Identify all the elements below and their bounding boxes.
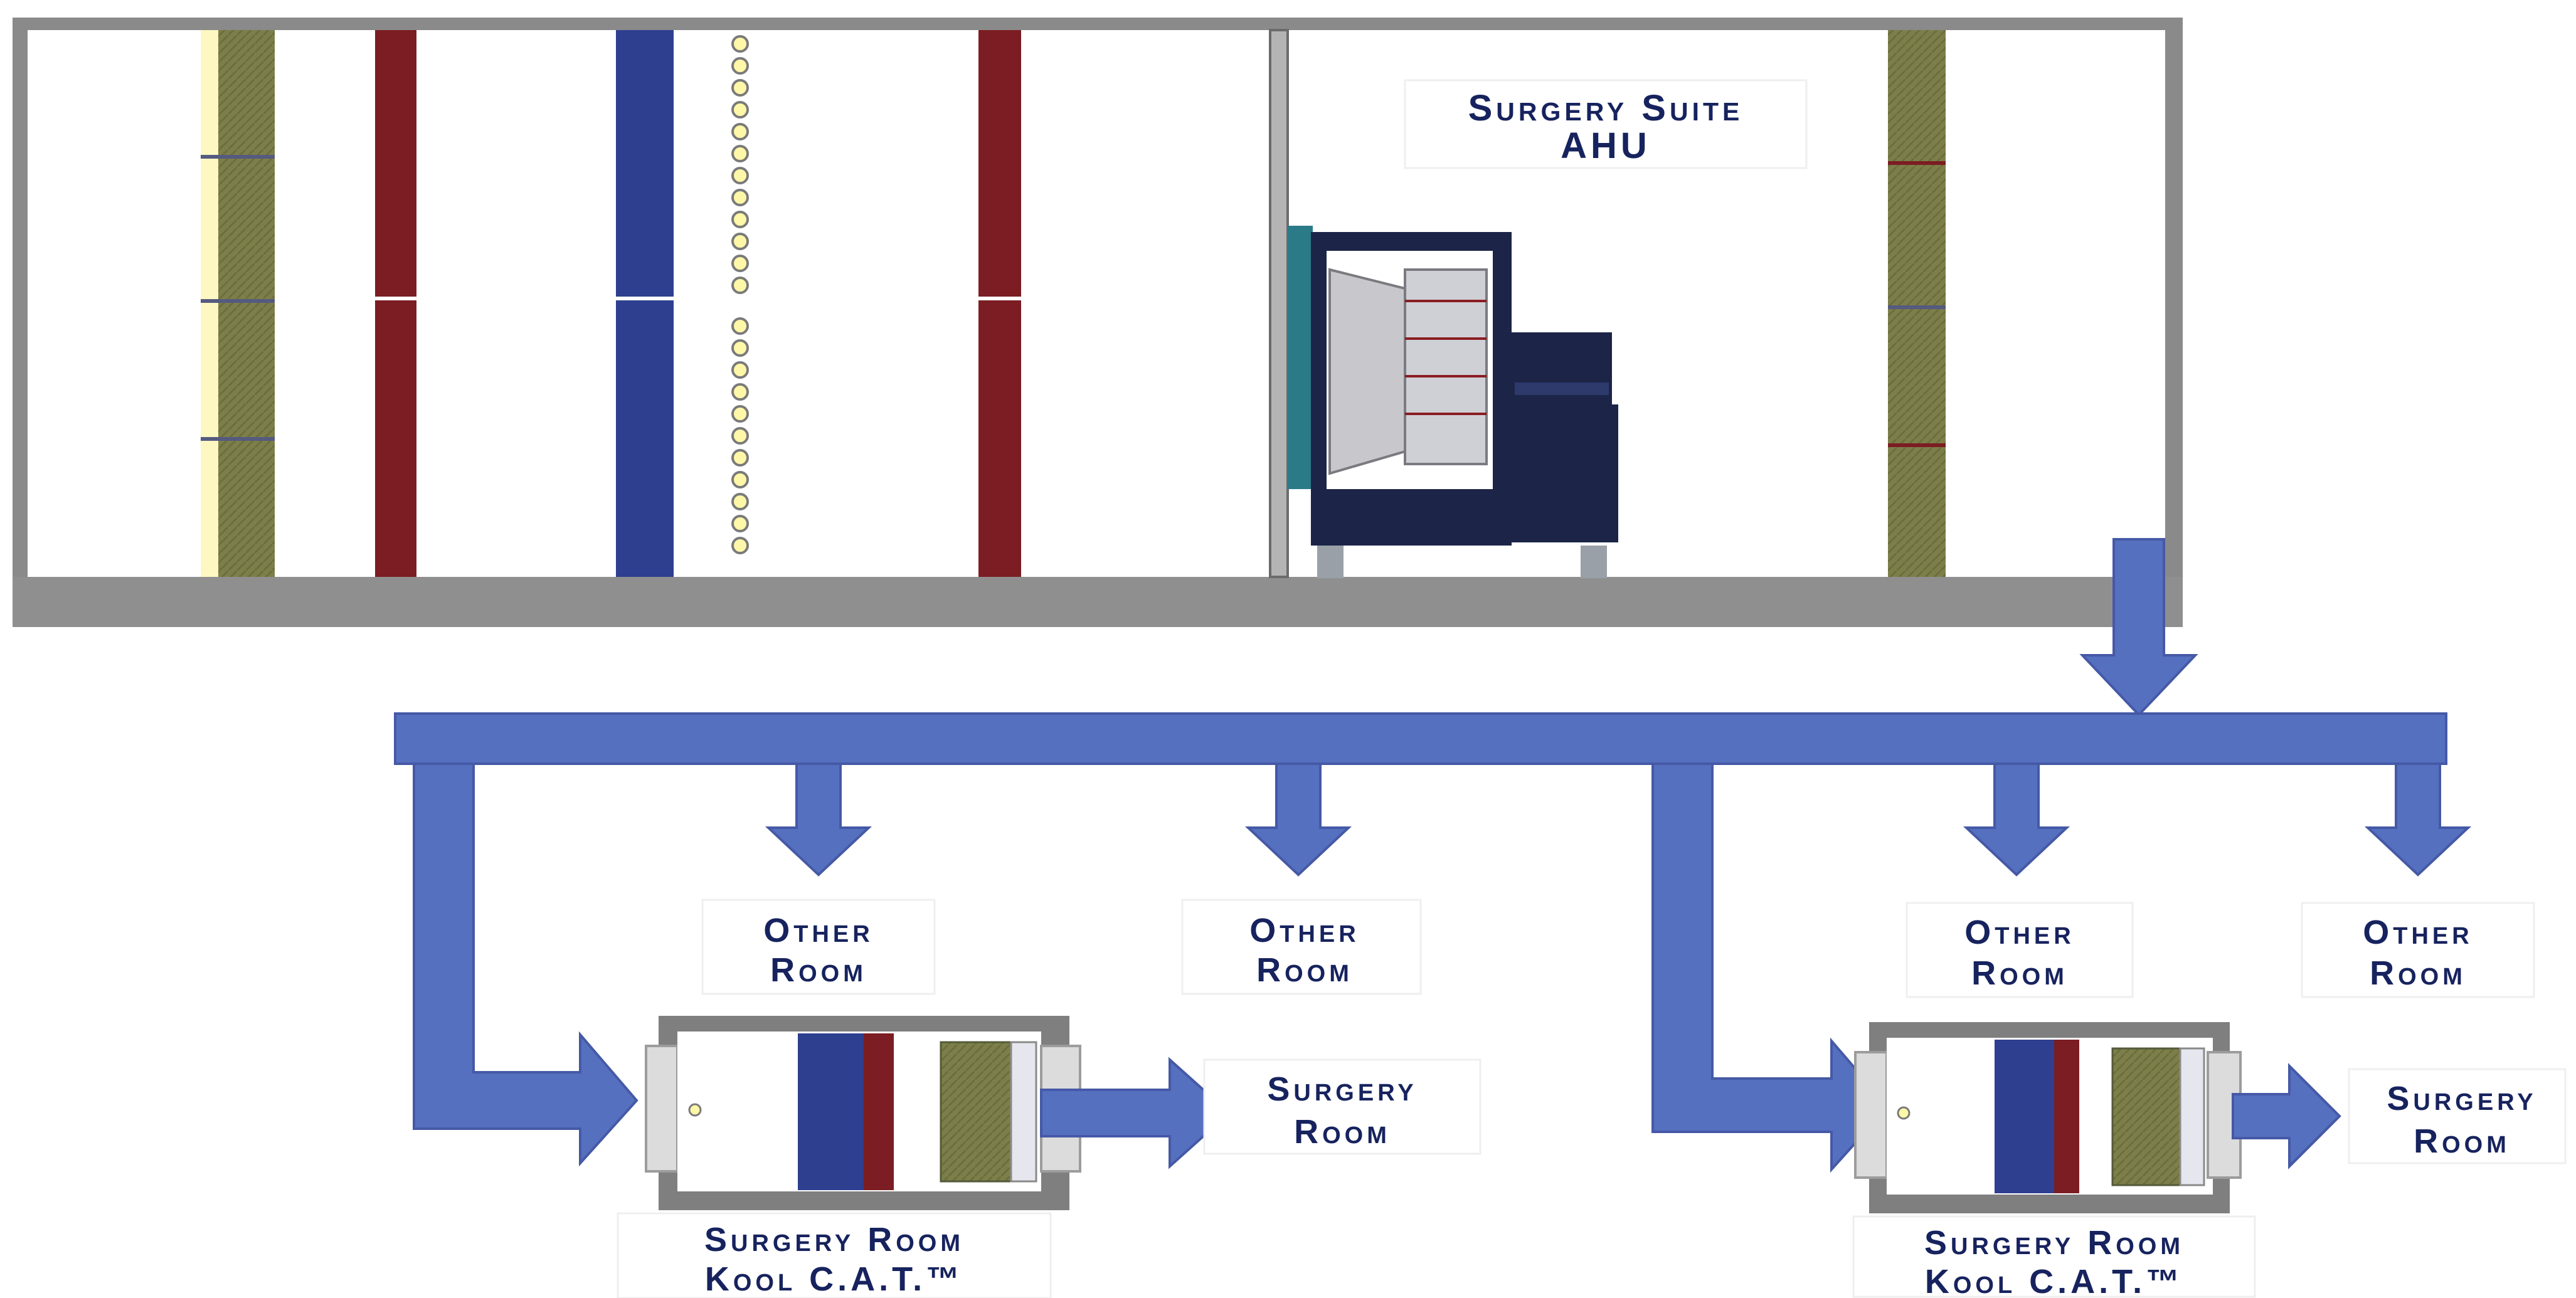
- ahu-reheat-coil: [978, 30, 1021, 577]
- ahu-preheat-coil: [375, 30, 416, 577]
- ahu-final-filter: [1888, 30, 1946, 577]
- kool-cat-unit-1: [645, 1016, 1081, 1210]
- branch-duct-kool-cat-1: [413, 762, 639, 1167]
- surgery-room-label-1: Surgery Room: [1203, 1058, 1481, 1155]
- svg-text:Room: Room: [2414, 1122, 2510, 1160]
- ahu-casing-top: [13, 18, 2183, 30]
- svg-text:Room: Room: [770, 951, 867, 989]
- branch-arrow-other-room-4: [2364, 762, 2472, 877]
- svg-text:Other: Other: [1964, 914, 2074, 951]
- kool-cat-1-reheat-coil: [864, 1033, 894, 1190]
- ahu-casing-left: [13, 18, 28, 627]
- svg-text:Room: Room: [2370, 954, 2466, 992]
- kool-cat-1-filter: [940, 1041, 1012, 1183]
- svg-text:Other: Other: [1249, 912, 1359, 949]
- branch-arrow-other-room-3: [1963, 762, 2070, 877]
- other-room-label-3: Other Room: [1905, 902, 2134, 998]
- kool-cat-2-filter: [2111, 1047, 2181, 1186]
- ahu-cooling-coil: [616, 30, 674, 577]
- ahu-humidifier: [731, 35, 749, 554]
- ahu-label: Surgery Suite AHU: [1404, 79, 1808, 169]
- ahu-casing-right: [2165, 18, 2183, 627]
- other-room-label-1: Other Room: [701, 899, 936, 995]
- supply-duct: [394, 538, 2472, 1173]
- kool-cat-label-2: Surgery Room Kool C.A.T.™: [1852, 1215, 2256, 1298]
- surgery-room-label-2: Surgery Room: [2348, 1068, 2567, 1164]
- branch-arrow-other-room-1: [765, 762, 872, 877]
- discharge-arrow-surgery-room-2: [2232, 1063, 2341, 1169]
- svg-text:Room: Room: [1256, 951, 1353, 989]
- branch-duct-kool-cat-2: [1651, 762, 1890, 1173]
- svg-text:Surgery Room: Surgery Room: [704, 1221, 964, 1258]
- surgery-suite-ahu: Surgery Suite AHU: [13, 18, 2183, 627]
- other-room-label-2: Other Room: [1181, 899, 1422, 995]
- kool-cat-label-1: Surgery Room Kool C.A.T.™: [617, 1212, 1052, 1298]
- ahu-prefilter: [201, 30, 275, 577]
- discharge-arrow-surgery-room-1: [1040, 1057, 1231, 1169]
- fan-icon: [1288, 226, 1618, 578]
- svg-text:Kool C.A.T.™: Kool C.A.T.™: [705, 1260, 963, 1298]
- svg-text:Other: Other: [2363, 914, 2473, 951]
- svg-text:Other: Other: [763, 912, 873, 949]
- svg-text:Surgery: Surgery: [2387, 1080, 2536, 1117]
- ahu-fan-wall: [1269, 29, 1289, 578]
- svg-text:Surgery: Surgery: [1267, 1070, 1417, 1108]
- svg-text:Room: Room: [1971, 954, 2068, 992]
- kool-cat-2-reheat-coil: [2054, 1040, 2079, 1193]
- svg-text:Room: Room: [1294, 1113, 1391, 1151]
- other-room-label-4: Other Room: [2301, 902, 2535, 998]
- svg-text:Kool C.A.T.™: Kool C.A.T.™: [1925, 1263, 2183, 1298]
- ahu-outlet-arrow: [2079, 538, 2198, 717]
- main-trunk: [394, 712, 2447, 765]
- svg-text:AHU: AHU: [1561, 125, 1651, 166]
- svg-text:Surgery Suite: Surgery Suite: [1468, 88, 1744, 129]
- ahu-base: [13, 577, 2183, 627]
- kool-cat-1-cooling-coil: [798, 1033, 864, 1190]
- kool-cat-unit-2: [1854, 1022, 2242, 1213]
- branch-arrow-other-room-2: [1244, 762, 1352, 877]
- svg-text:Surgery Room: Surgery Room: [1924, 1224, 2184, 1262]
- kool-cat-2-cooling-coil: [1995, 1040, 2054, 1193]
